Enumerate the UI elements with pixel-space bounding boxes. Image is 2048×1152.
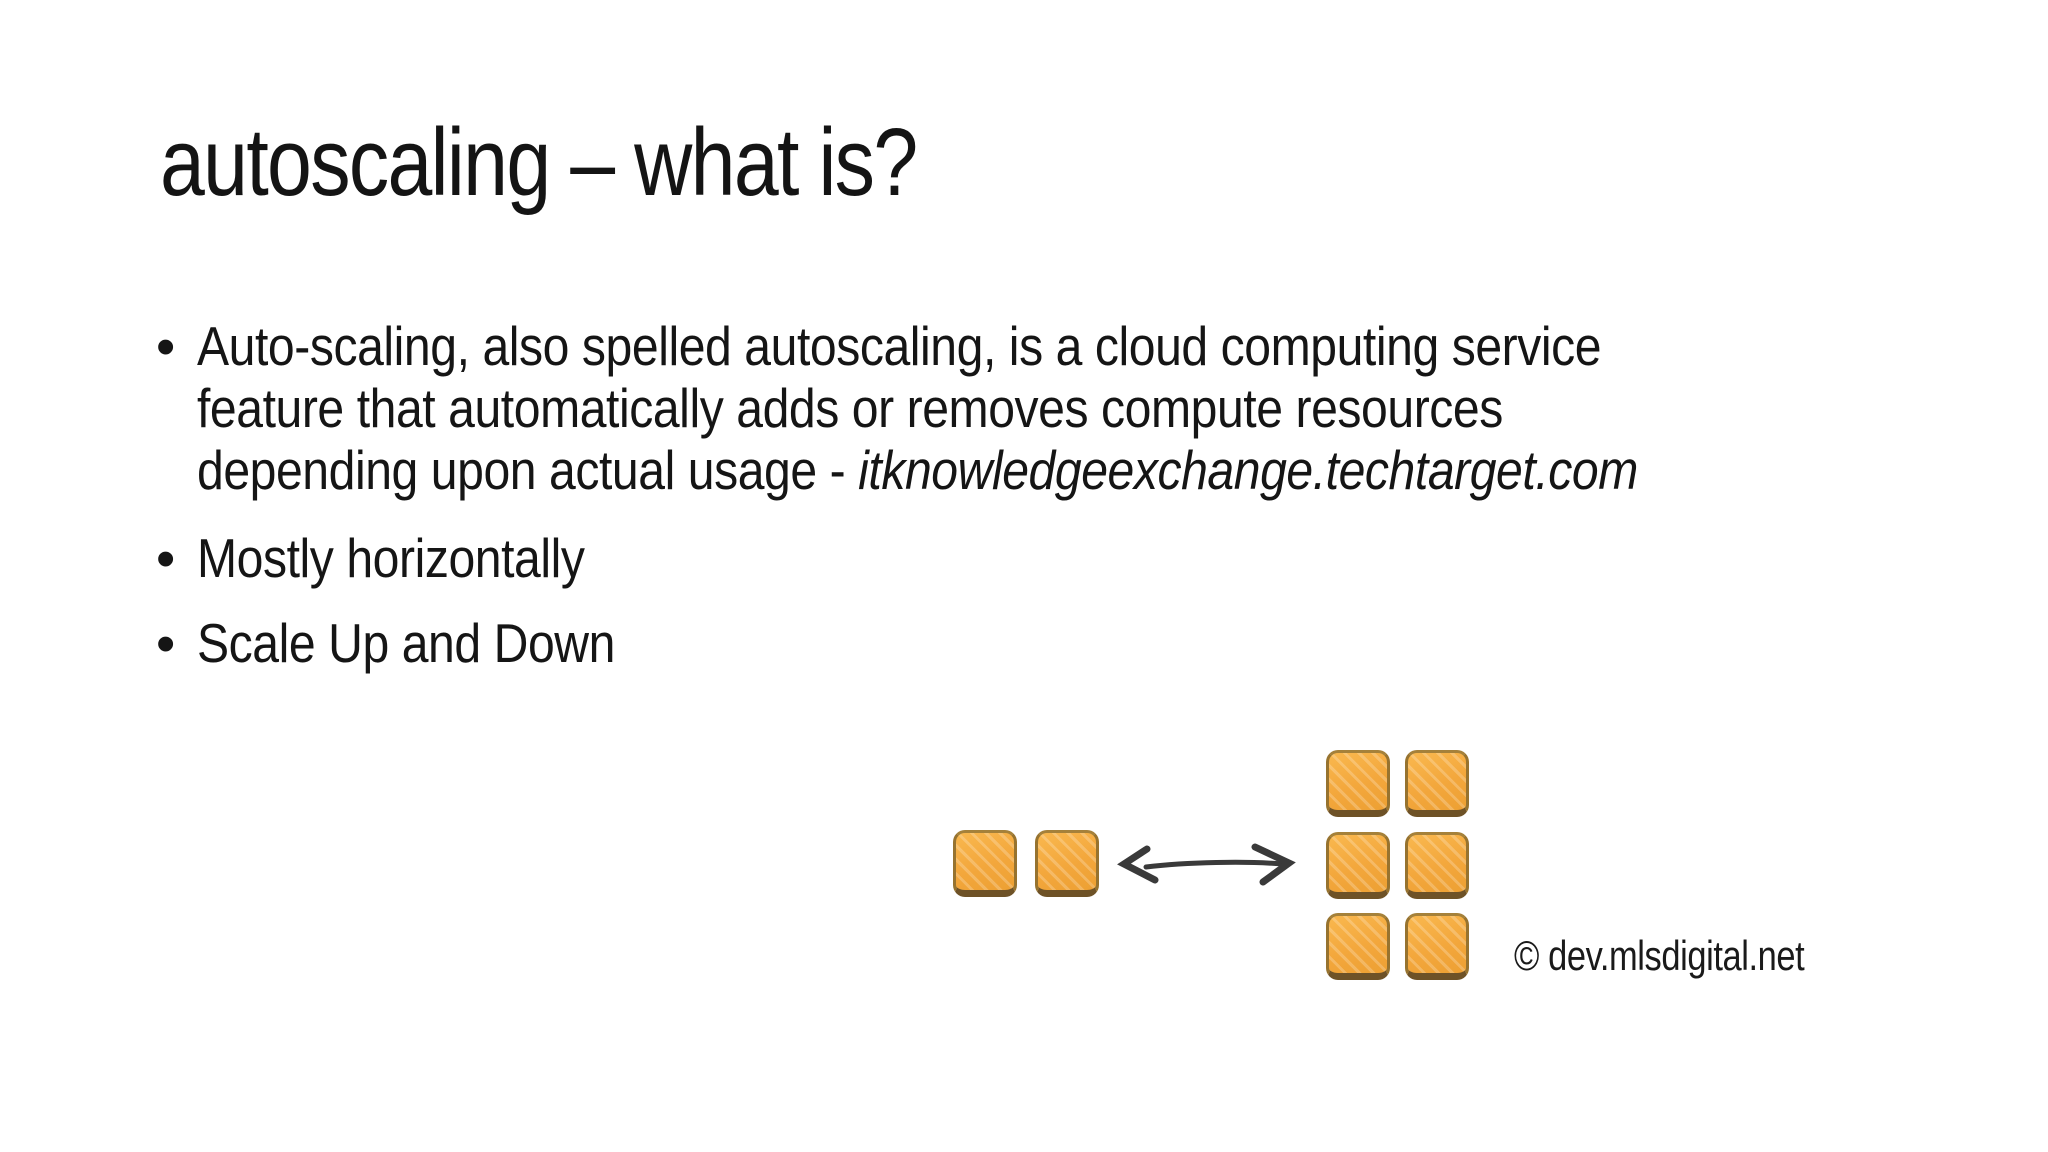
bullet-text-line: Mostly horizontally	[197, 527, 585, 589]
scale-direction-arrow-icon	[1117, 843, 1296, 886]
server-icon	[1405, 913, 1469, 980]
server-icon	[1326, 913, 1390, 980]
bullet-text-line: feature that automatically adds or remov…	[197, 377, 1503, 439]
bullet-marker: •	[156, 527, 176, 589]
bullet-item-definition: • Auto-scaling, also spelled autoscaling…	[156, 315, 1844, 501]
server-icon	[1405, 832, 1469, 899]
bullet-text-line: depending upon actual usage - itknowledg…	[197, 439, 1638, 501]
source-citation: itknowledgeexchange.techtarget.com	[858, 439, 1638, 501]
bullet-item-updown: • Scale Up and Down	[156, 612, 675, 674]
server-icon	[1326, 832, 1390, 899]
copyright-caption: © dev.mlsdigital.net	[1514, 932, 1805, 979]
bullet-marker: •	[156, 612, 176, 674]
bullet-text: depending upon actual usage -	[197, 439, 859, 501]
server-icon	[1035, 830, 1099, 897]
bullet-marker: •	[156, 315, 176, 377]
server-icon	[1326, 750, 1390, 817]
server-icon	[1405, 750, 1469, 817]
bullet-text-line: Scale Up and Down	[197, 612, 615, 674]
server-icon	[953, 830, 1017, 897]
bullet-text-line: Auto-scaling, also spelled autoscaling, …	[197, 315, 1602, 377]
bullet-item-horizontal: • Mostly horizontally	[156, 527, 640, 589]
slide-title: autoscaling – what is?	[160, 109, 918, 216]
